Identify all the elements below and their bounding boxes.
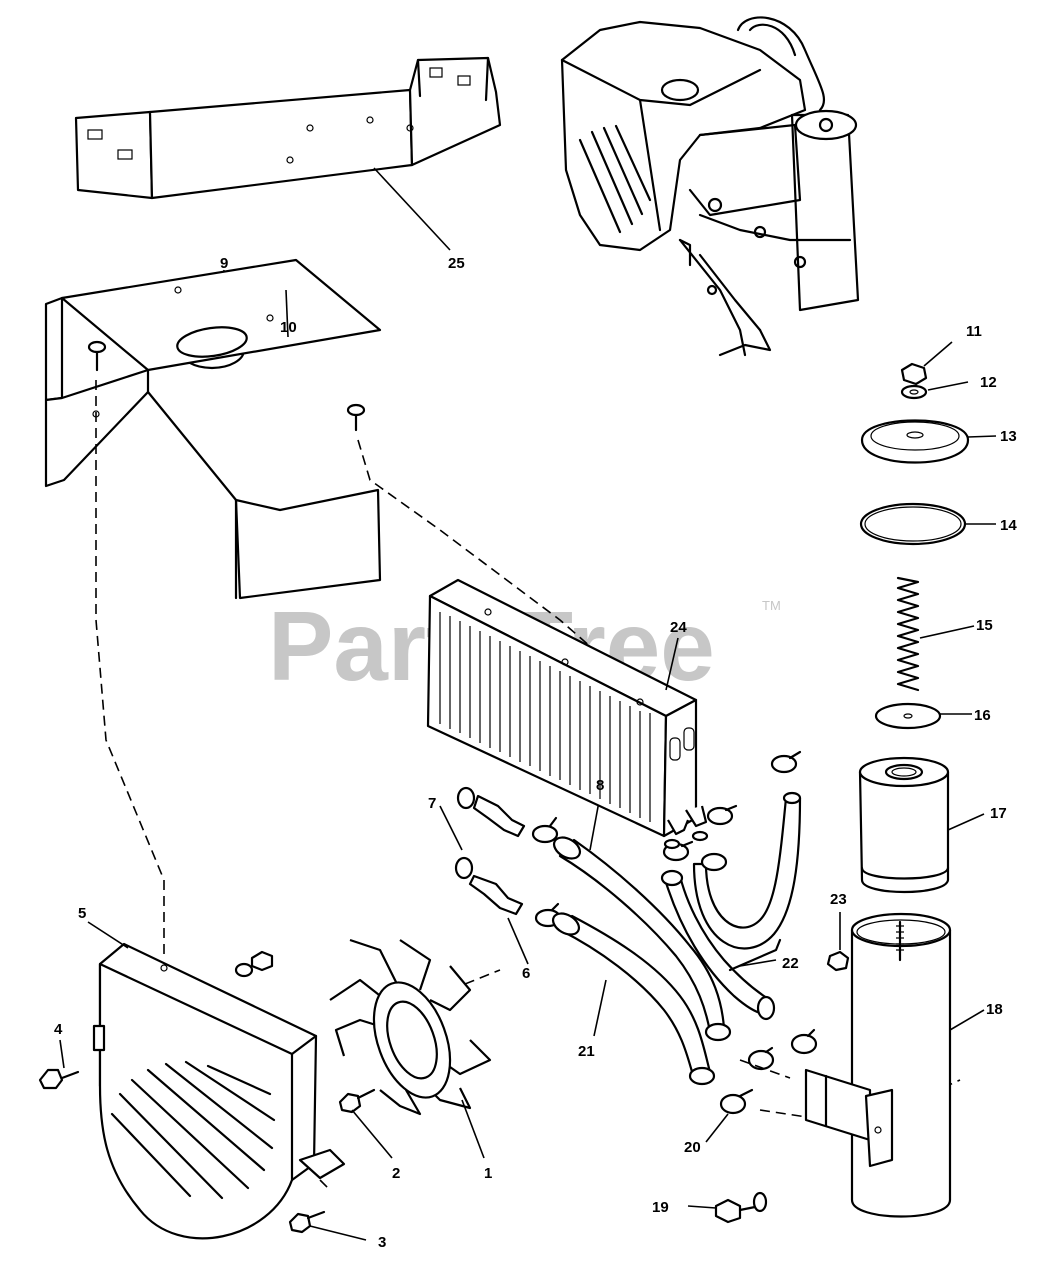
callout-6: 6 — [522, 965, 530, 982]
callout-3: 3 — [378, 1234, 386, 1251]
watermark-trademark: TM — [762, 598, 781, 613]
part-21-hose — [551, 912, 716, 1086]
callout-1: 1 — [484, 1165, 492, 1182]
callout-labels: 1 2 3 4 5 6 7 8 9 10 11 12 13 14 15 16 1… — [54, 255, 1017, 1251]
part-15-spring — [896, 576, 975, 692]
callout-10: 10 — [280, 319, 297, 336]
part-25-bracket — [74, 56, 502, 251]
part-3-screw — [288, 1210, 367, 1241]
part-10-shroud — [44, 258, 382, 600]
part-14-gasket — [859, 502, 996, 546]
callout-19: 19 — [652, 1199, 669, 1216]
callout-22: 22 — [782, 955, 799, 972]
callout-11: 11 — [966, 323, 982, 340]
part-11-nut — [900, 341, 953, 386]
callout-8: 8 — [596, 777, 604, 794]
callout-17: 17 — [990, 805, 1007, 822]
callout-16: 16 — [974, 707, 991, 724]
callout-21: 21 — [578, 1043, 595, 1060]
part-22-hoses — [660, 791, 802, 1021]
callout-9: 9 — [220, 255, 228, 272]
fan-housing-hardware — [234, 950, 274, 978]
callout-4: 4 — [54, 1021, 63, 1038]
part-8-hose — [552, 795, 732, 1042]
callout-13: 13 — [1000, 428, 1017, 445]
part-17-filter — [858, 756, 985, 894]
callout-18: 18 — [986, 1001, 1003, 1018]
part-18-canister — [804, 912, 985, 1218]
callout-20: 20 — [684, 1139, 701, 1156]
part-5-fan-housing — [87, 921, 346, 1240]
part-2-screw — [338, 1088, 393, 1159]
callout-23: 23 — [830, 891, 847, 908]
callout-5: 5 — [78, 905, 86, 922]
part-1-fan — [329, 938, 492, 1159]
part-23-screw — [826, 912, 850, 972]
callout-24: 24 — [670, 619, 687, 636]
callout-15: 15 — [976, 617, 993, 634]
callout-12: 12 — [980, 374, 997, 391]
callout-25: 25 — [448, 255, 465, 272]
part-16-washer — [874, 702, 972, 730]
part-20-clamp — [705, 1088, 754, 1143]
part-4-screw — [38, 1039, 80, 1090]
callout-14: 14 — [1000, 517, 1017, 534]
callout-2: 2 — [392, 1165, 400, 1182]
shroud-screws — [87, 340, 366, 432]
part-12-washer — [900, 381, 969, 400]
part-24-heater-core — [426, 578, 709, 850]
part-19-bolt — [687, 1191, 768, 1224]
part-13-cover — [860, 419, 997, 464]
assembled-view — [560, 16, 860, 357]
callout-7: 7 — [428, 795, 436, 812]
part-7-fittings — [439, 786, 529, 965]
